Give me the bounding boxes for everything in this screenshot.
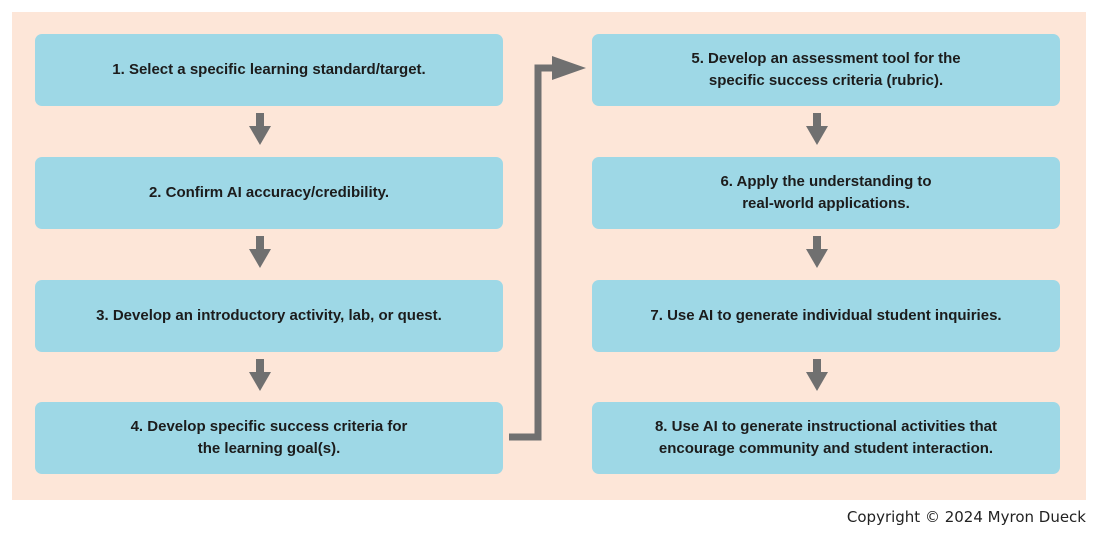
step-5-label: 5. Develop an assessment tool for the sp…: [691, 50, 961, 89]
arrow-down-icon: [249, 359, 271, 391]
step-7-label: 7. Use AI to generate individual student…: [650, 307, 1002, 324]
step-3-label: 3. Develop an introductory activity, lab…: [96, 307, 442, 324]
step-4-label: 4. Develop specific success criteria for…: [130, 418, 408, 457]
step-8-label: 8. Use AI to generate instructional acti…: [654, 418, 998, 457]
step-4-box: 4. Develop specific success criteria for…: [35, 402, 503, 474]
step-2-box: 2. Confirm AI accuracy/credibility.: [35, 157, 503, 229]
connector-arrow-icon: [509, 56, 586, 441]
arrow-down-icon: [249, 236, 271, 268]
arrow-down-icon: [806, 236, 828, 268]
arrow-down-icon: [249, 113, 271, 145]
step-5-box: 5. Develop an assessment tool for the sp…: [592, 34, 1060, 106]
step-6-label: 6. Apply the understanding to real-world…: [720, 173, 932, 212]
arrow-down-icon: [806, 113, 828, 145]
step-8-box: 8. Use AI to generate instructional acti…: [592, 402, 1060, 474]
step-2-label: 2. Confirm AI accuracy/credibility.: [148, 184, 390, 201]
step-6-box: 6. Apply the understanding to real-world…: [592, 157, 1060, 229]
step-1-box: 1. Select a specific learning standard/t…: [35, 34, 503, 106]
step-1-label: 1. Select a specific learning standard/t…: [112, 61, 426, 78]
arrow-down-icon: [806, 359, 828, 391]
copyright-notice: Copyright © 2024 Myron Dueck: [846, 508, 1086, 526]
step-3-box: 3. Develop an introductory activity, lab…: [35, 280, 503, 352]
step-7-box: 7. Use AI to generate individual student…: [592, 280, 1060, 352]
